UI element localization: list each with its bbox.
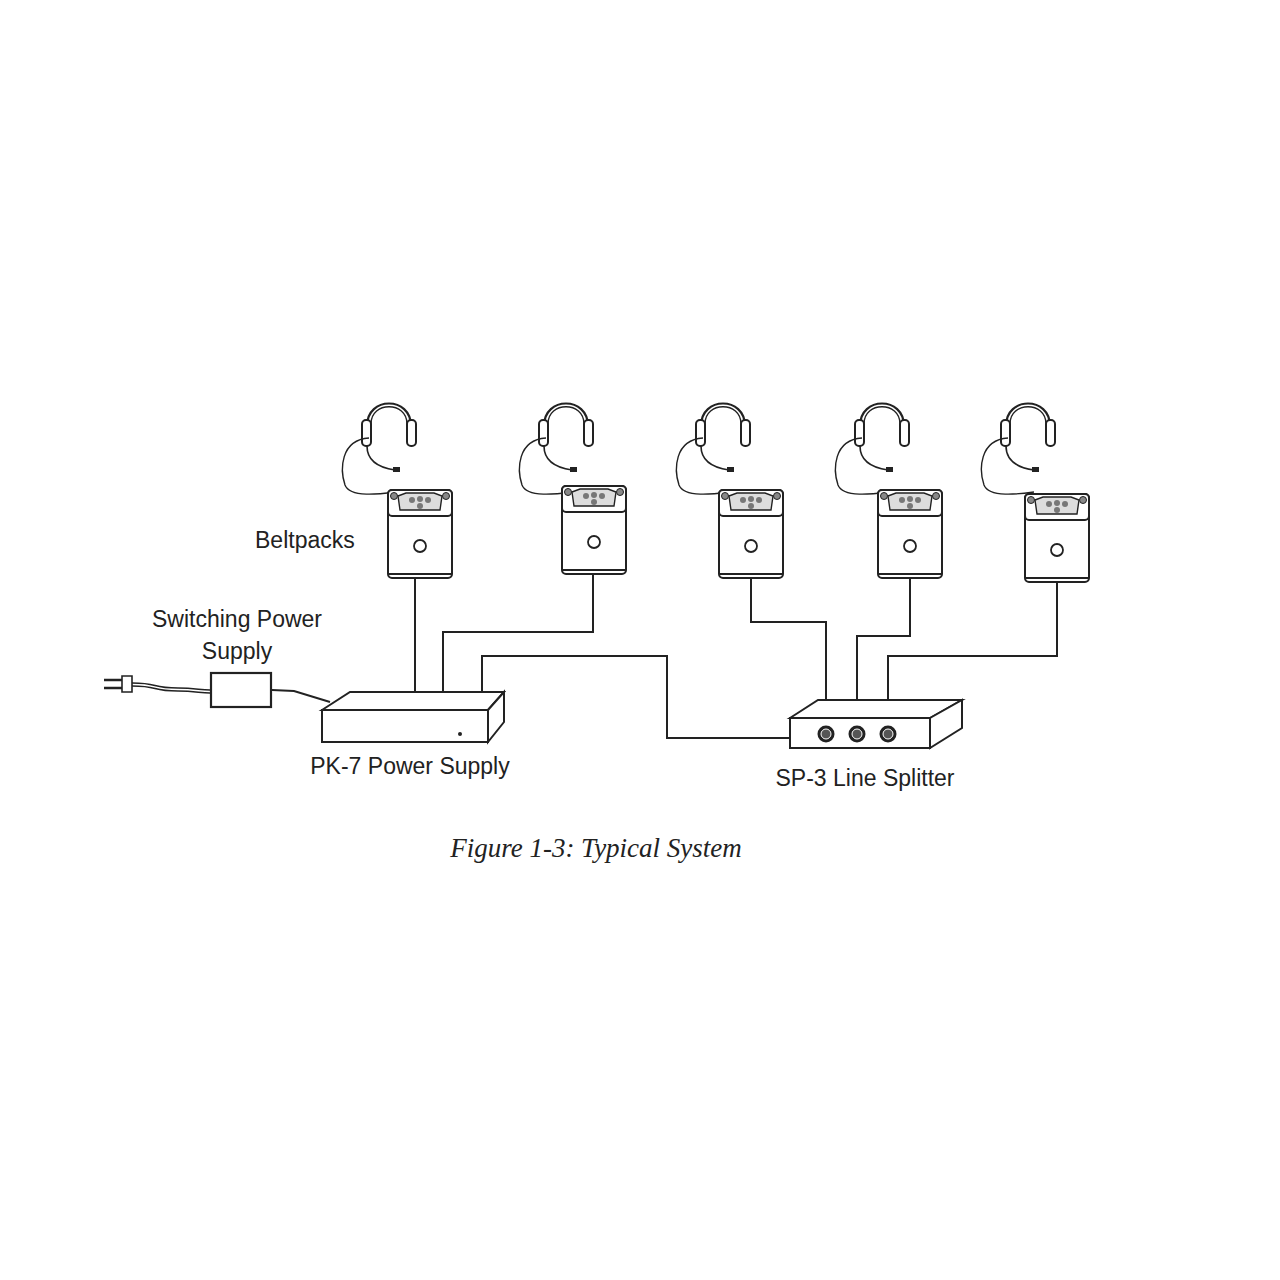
switching-power-supply-outline [210, 672, 272, 708]
device-label: PK-7 Power Supply [290, 750, 530, 782]
line-splitter-shape [788, 698, 964, 750]
beltpack-group [388, 486, 1089, 582]
device-label: Switching Power Supply [137, 603, 337, 667]
headset-cords [342, 438, 1034, 494]
figure-caption: Figure 1-3: Typical System [450, 831, 742, 865]
device-label: SP-3 Line Splitter [745, 762, 985, 794]
power-supply-unit-shape [320, 690, 506, 744]
switching-power-supply: Switching Power Supply [137, 603, 337, 667]
switching-power-supply-shape [210, 672, 272, 708]
cable [482, 656, 790, 738]
power-supply-unit-outline [320, 690, 506, 744]
power-plug [104, 676, 210, 693]
headset-group [362, 404, 1055, 473]
cable [272, 690, 330, 702]
line-splitter: SP-3 Line Splitter [745, 698, 985, 730]
power-supply-unit: PK-7 Power Supply [290, 688, 530, 720]
group-label: Beltpacks [255, 525, 355, 555]
line-splitter-outline [788, 698, 964, 750]
